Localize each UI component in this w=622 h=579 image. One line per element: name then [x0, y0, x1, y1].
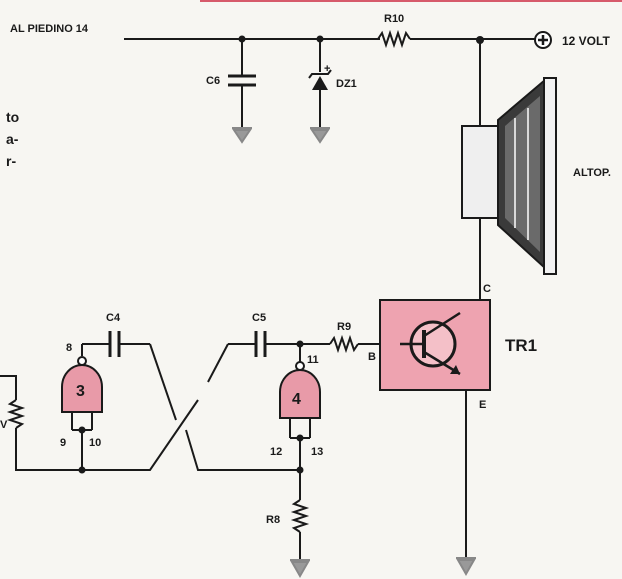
side-text-line: to: [6, 109, 19, 125]
capacitor-c4: [82, 331, 150, 357]
c6-label: C6: [206, 75, 220, 87]
capacitor-c6: [228, 39, 256, 128]
pin11-label: 11: [307, 354, 319, 366]
capacitor-c5: [228, 331, 300, 357]
pin12-label: 12: [270, 446, 282, 458]
voltage-label: 12 VOLT: [562, 34, 610, 48]
ground-symbol: [232, 127, 252, 144]
ground-symbol: [290, 559, 310, 579]
resistor-r9: [300, 334, 380, 354]
pin10-label: 10: [89, 437, 101, 449]
altop-label: ALTOP.: [573, 167, 611, 179]
tr1-label: TR1: [505, 336, 537, 355]
side-text-line: a-: [6, 131, 19, 147]
nand-gate-3: [61, 344, 103, 470]
resistor-r10: [377, 29, 411, 49]
r10-label: R10: [384, 13, 404, 25]
collector-label: C: [483, 283, 491, 295]
gate3-label: 3: [76, 383, 85, 400]
resistor-r8: [290, 499, 310, 560]
cross-coupling-wires: [82, 343, 300, 471]
supply-terminal: [534, 31, 552, 49]
speaker-altop: [461, 77, 557, 275]
ground-symbol: [310, 127, 330, 144]
pin13-label: 13: [311, 446, 323, 458]
transistor-tr1: [379, 299, 491, 391]
zener-dz1: [308, 39, 332, 128]
r8-label: R8: [266, 514, 280, 526]
emitter-label: E: [479, 399, 486, 411]
c5-label: C5: [252, 312, 266, 324]
ground-symbol: [456, 557, 476, 577]
resistor-left-partial: [0, 375, 82, 471]
nand-gate-4: [279, 344, 321, 500]
partial-letter: V: [0, 419, 8, 431]
al-piedino-label: AL PIEDINO 14: [10, 23, 89, 35]
side-text-line: r-: [6, 153, 16, 169]
pin8-label: 8: [66, 342, 72, 354]
gate4-label: 4: [292, 391, 301, 408]
base-label: B: [368, 351, 376, 363]
junction-dot: [78, 426, 86, 434]
pin9-label: 9: [60, 437, 66, 449]
plus-sign: +: [324, 63, 330, 75]
c4-label: C4: [106, 312, 121, 324]
r9-label: R9: [337, 321, 351, 333]
junction-dot: [296, 434, 304, 442]
dz1-label: DZ1: [336, 78, 357, 90]
